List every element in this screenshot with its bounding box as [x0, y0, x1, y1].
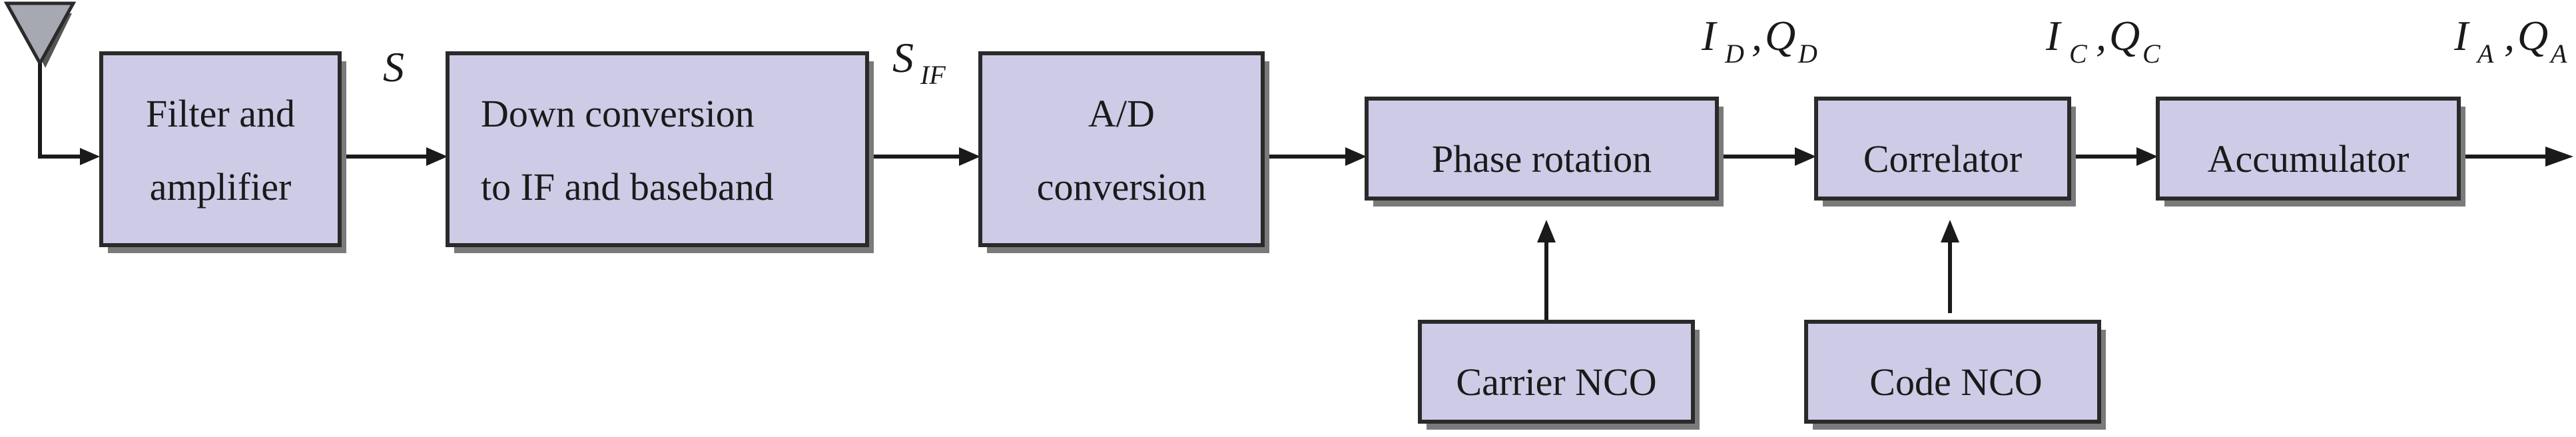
accumulator-block: Accumulator: [2156, 97, 2465, 207]
signal-iq-c-label: I C , Q C: [2045, 12, 2161, 69]
down-conversion-line-1: Down conversion: [481, 92, 755, 135]
signal-iq-d-label: I D , Q D: [1701, 12, 1817, 69]
accumulator-label: Accumulator: [2208, 137, 2410, 181]
iq-d-q: Q: [1765, 12, 1795, 59]
down-conversion-line-2: to IF and baseband: [481, 165, 774, 209]
signal-iq-a-label: I A , Q A: [2453, 12, 2567, 69]
correlator-label: Correlator: [1863, 137, 2022, 181]
iq-d-i: I: [1701, 12, 1718, 59]
filter-amplifier-line-1: Filter and: [146, 92, 295, 135]
filter-amplifier-line-2: amplifier: [150, 165, 292, 209]
iq-c-i: I: [2045, 12, 2062, 59]
code-nco-block: Code NCO: [1804, 320, 2106, 430]
iq-c-sep: ,: [2096, 12, 2106, 59]
code-nco-label: Code NCO: [1869, 360, 2042, 404]
iq-d-q-sub: D: [1797, 39, 1817, 69]
correlator-block: Correlator: [1814, 97, 2076, 207]
down-conversion-block: Down conversion to IF and baseband: [446, 51, 874, 253]
ad-conversion-line-2: conversion: [1037, 165, 1207, 209]
iq-a-q: Q: [2517, 12, 2548, 59]
phase-rotation-label: Phase rotation: [1432, 137, 1652, 181]
iq-c-q-sub: C: [2142, 39, 2161, 69]
iq-d-sep: ,: [1752, 12, 1762, 59]
signal-wires: [38, 63, 2573, 322]
iq-c-q: Q: [2109, 12, 2140, 59]
iq-a-i-sub: A: [2475, 39, 2494, 69]
carrier-nco-label: Carrier NCO: [1456, 360, 1656, 404]
ad-conversion-line-1: A/D: [1088, 92, 1155, 135]
signal-sif-sub: IF: [920, 60, 946, 90]
signal-sif-label: S IF: [892, 34, 946, 90]
iq-a-q-sub: A: [2549, 39, 2567, 69]
antenna-icon: [3, 1, 77, 68]
carrier-nco-block: Carrier NCO: [1418, 320, 1700, 430]
iq-d-i-sub: D: [1724, 39, 1744, 69]
ad-conversion-block: A/D conversion: [978, 51, 1269, 253]
filter-amplifier-block: Filter and amplifier: [99, 51, 346, 253]
iq-a-i: I: [2453, 12, 2470, 59]
iq-c-i-sub: C: [2069, 39, 2088, 69]
signal-sif-main: S: [892, 34, 914, 81]
signal-s-label: S: [383, 43, 404, 91]
iq-a-sep: ,: [2504, 12, 2515, 59]
phase-rotation-block: Phase rotation: [1365, 97, 1724, 207]
